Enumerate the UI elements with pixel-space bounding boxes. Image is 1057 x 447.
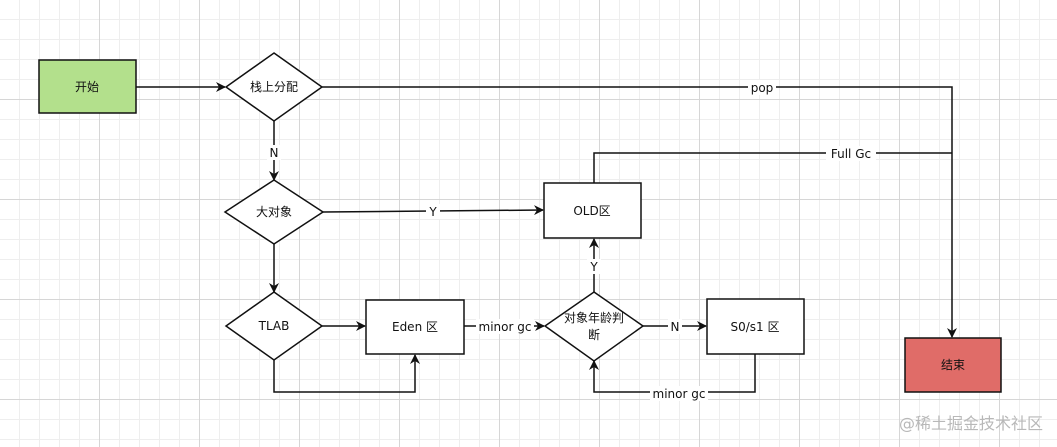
tlab-label: TLAB [258, 319, 290, 333]
big-object-decision [223, 179, 325, 245]
edge-label-n-stack: N [270, 146, 279, 160]
edge-label-y-big: Y [428, 205, 437, 219]
old-label: OLD区 [573, 204, 610, 218]
eden-node [365, 299, 465, 355]
edge-label-n-age: N [671, 320, 680, 334]
watermark: @稀土掘金技术社区 [899, 414, 1043, 433]
edge-label-y-age: Y [589, 260, 598, 274]
edge-full-gc [593, 152, 952, 183]
old-node [543, 182, 642, 239]
end-node [904, 337, 1002, 393]
end-label: 结束 [941, 358, 965, 372]
tlab-decision [224, 291, 324, 361]
survivor-node [706, 298, 805, 355]
age-check-label-line2: 断 [588, 327, 600, 342]
edge-label-minor-gc-eden: minor gc [479, 320, 532, 334]
stack-alloc-label: 栈上分配 [250, 79, 298, 94]
survivor-label: S0/s1 区 [731, 320, 780, 334]
stack-alloc-decision [224, 52, 324, 122]
age-check-decision [543, 291, 645, 362]
big-object-label: 大对象 [256, 205, 292, 219]
start-label: 开始 [75, 80, 99, 94]
edge-tlab-loop-to-eden [273, 354, 420, 393]
edge-label-pop: pop [751, 81, 774, 95]
edge-pop [322, 86, 957, 338]
edge-label-full-gc: Full Gc [831, 147, 871, 161]
eden-label: Eden 区 [392, 320, 438, 334]
age-check-label-line1: 对象年龄判 [564, 311, 624, 325]
start-node [38, 59, 137, 114]
edge-label-minor-gc-survivor: minor gc [653, 387, 706, 401]
